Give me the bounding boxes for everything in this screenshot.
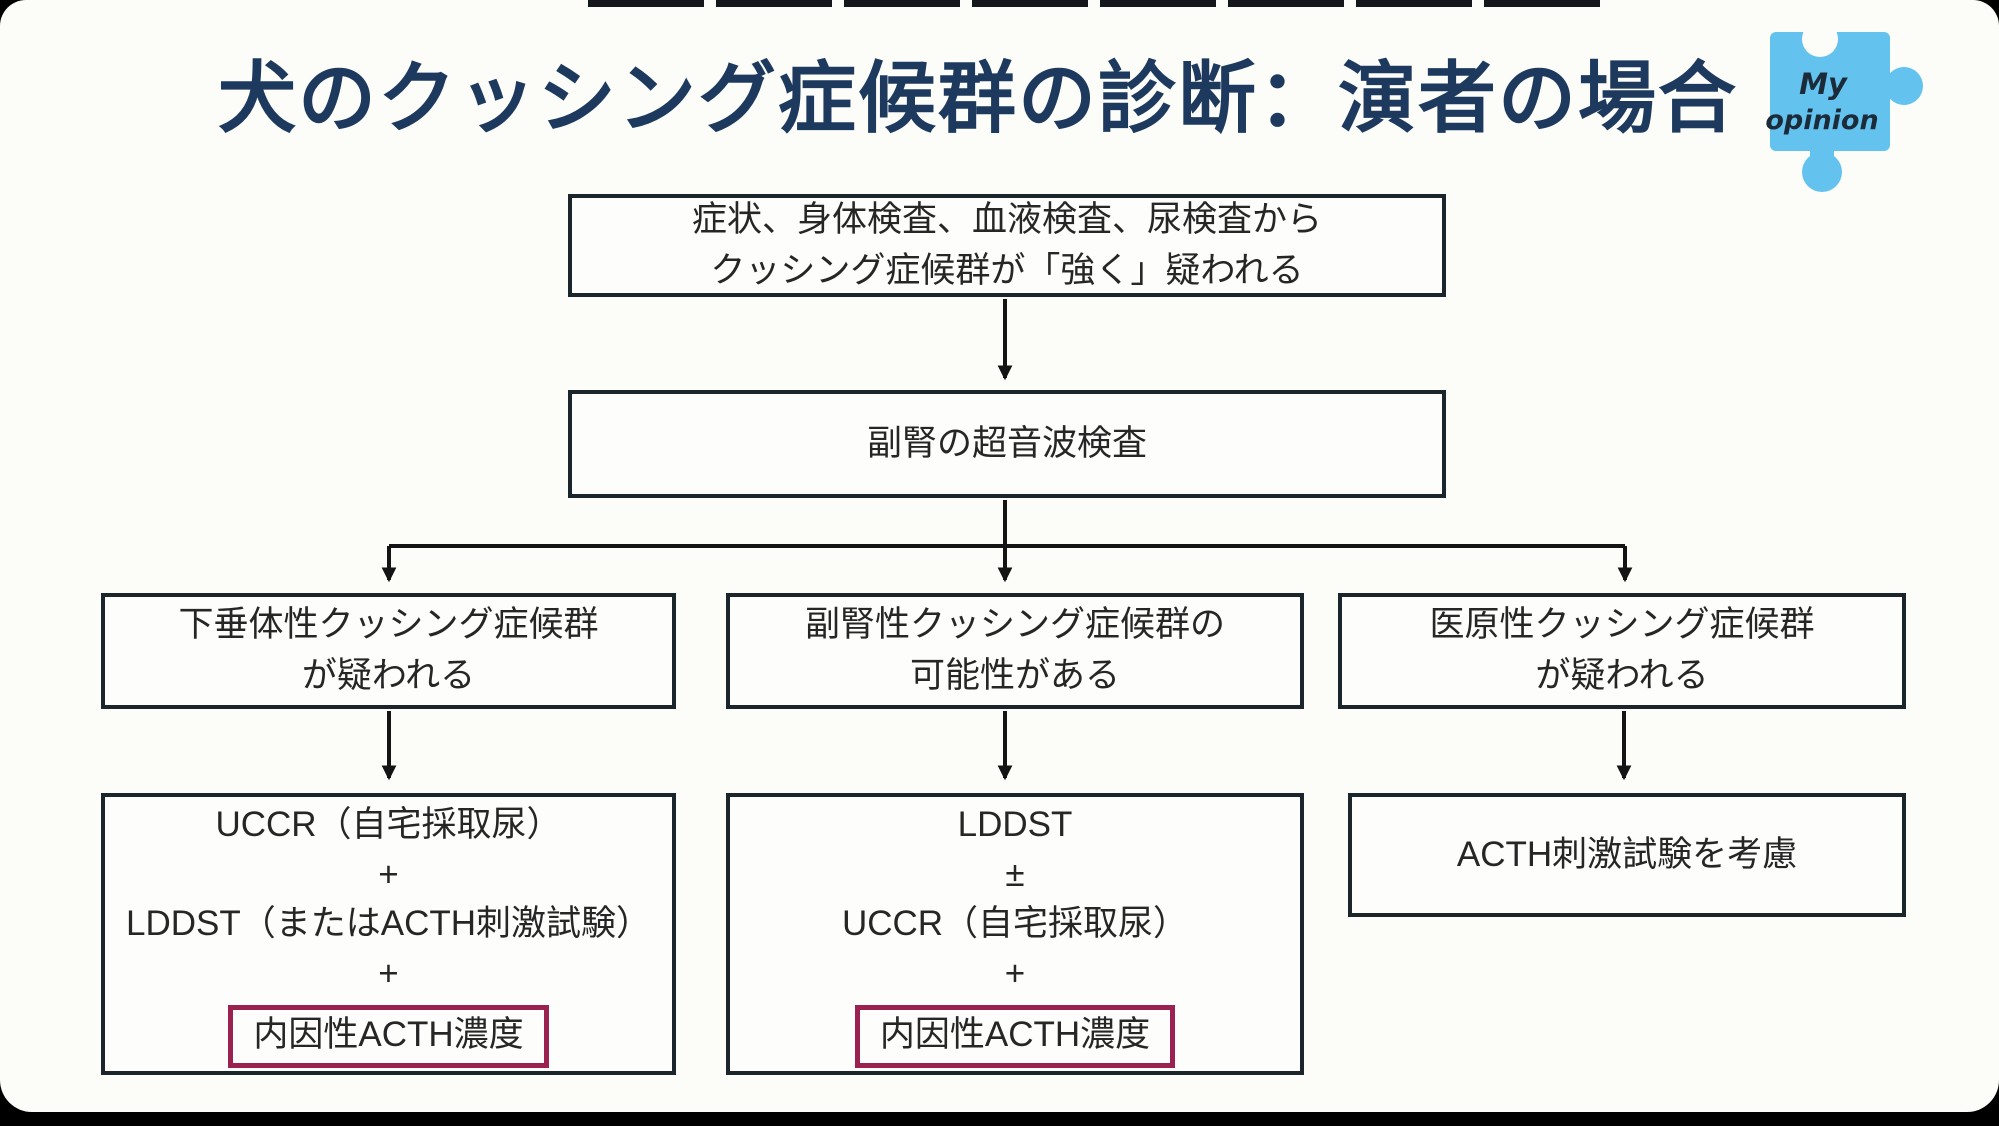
my-opinion-badge: My opinion	[1766, 26, 1928, 198]
flow-box-branch-adrenal: 副腎性クッシング症候群の 可能性がある	[726, 593, 1304, 709]
puzzle-piece-icon: My opinion	[1766, 26, 1923, 192]
endogenous-acth-highlight-pituitary: 内因性ACTH濃度	[228, 1004, 549, 1069]
flow-box-branch-iatrogenic: 医原性クッシング症候群 が疑われる	[1338, 593, 1906, 709]
flow-box-tests-pituitary: UCCR（自宅採取尿） + LDDST（またはACTH刺激試験） + 内因性AC…	[101, 793, 676, 1075]
tests-adrenal-line2: UCCR（自宅採取尿）	[841, 904, 1189, 944]
branch-adrenal-line2: 可能性がある	[909, 656, 1120, 695]
branch-iatrogenic-line2: が疑われる	[1535, 656, 1709, 695]
branch-adrenal-line1: 副腎性クッシング症候群の	[804, 605, 1225, 645]
branch-pituitary-line2: が疑われる	[301, 656, 476, 695]
suspicion-line2: クッシング症候群が「強く」疑われる	[710, 250, 1304, 290]
branch-iatrogenic-line1: 医原性クッシング症候群	[1429, 605, 1815, 645]
tests-pituitary-plus1: +	[378, 854, 399, 894]
badge-text-line2: opinion	[1766, 105, 1879, 136]
badge-text-line1: My	[1799, 67, 1848, 101]
flow-box-tests-iatrogenic: ACTH刺激試験を考慮	[1348, 793, 1906, 917]
tests-iatrogenic-label: ACTH刺激試験を考慮	[1456, 834, 1798, 874]
tests-pituitary-line2: LDDST（またはACTH刺激試験）	[125, 904, 652, 944]
page-title: 犬のクッシング症候群の診断：演者の場合	[218, 54, 1739, 142]
ultrasound-label: 副腎の超音波検査	[866, 423, 1147, 463]
flow-box-suspicion: 症状、身体検査、血液検査、尿検査から クッシング症候群が「強く」疑われる	[568, 194, 1446, 297]
tests-adrenal-plus: +	[1004, 953, 1026, 993]
suspicion-line1: 症状、身体検査、血液検査、尿検査から	[691, 199, 1322, 239]
branch-pituitary-line1: 下垂体性クッシング症候群	[178, 605, 599, 645]
tests-adrenal-plusminus: ±	[1005, 854, 1025, 894]
tests-pituitary-plus2: +	[378, 953, 399, 993]
tests-adrenal-line1: LDDST	[957, 804, 1073, 844]
top-clip-artifact	[588, 0, 1604, 7]
flow-box-ultrasound: 副腎の超音波検査	[568, 390, 1446, 498]
flow-box-tests-adrenal: LDDST ± UCCR（自宅採取尿） + 内因性ACTH濃度	[726, 793, 1304, 1075]
endogenous-acth-highlight-adrenal: 内因性ACTH濃度	[854, 1004, 1176, 1069]
tests-pituitary-line1: UCCR（自宅採取尿）	[215, 804, 562, 844]
flow-box-branch-pituitary: 下垂体性クッシング症候群 が疑われる	[101, 593, 676, 709]
